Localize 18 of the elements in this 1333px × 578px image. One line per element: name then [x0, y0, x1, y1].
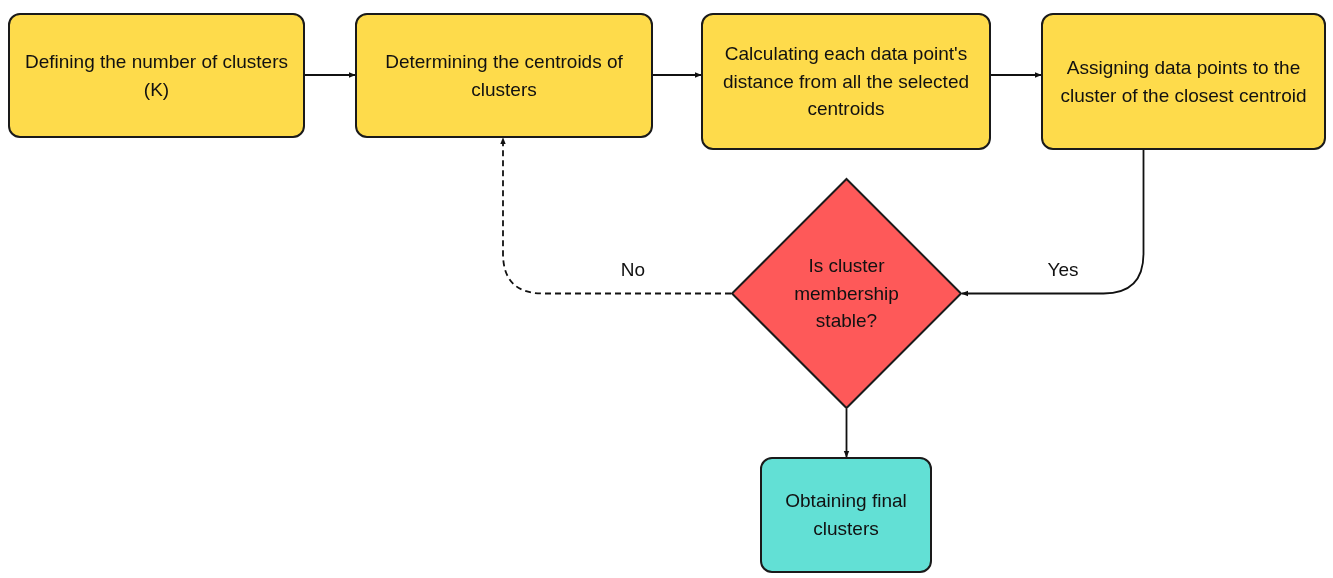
node-text: Assigning data points to the cluster of the closest centroid — [1059, 55, 1308, 108]
arrow — [500, 137, 732, 295]
arrow — [652, 72, 702, 78]
node-text: Defining the number of clusters (K) — [24, 49, 289, 102]
arrow — [843, 408, 850, 458]
process-box — [760, 457, 932, 573]
process-box — [701, 13, 991, 150]
node-text: Is cluster membership stable? — [793, 254, 900, 334]
node-text: Obtaining final clusters — [784, 489, 908, 541]
process-box — [8, 13, 305, 138]
arrow — [990, 72, 1042, 78]
node-text: Calculating each data point's distance from all the selected centroids — [721, 42, 971, 122]
process-box — [1041, 13, 1326, 150]
process-box — [355, 13, 653, 138]
node-text: Determining the centroids of clusters — [384, 49, 624, 102]
arrow — [961, 149, 1145, 297]
arrow — [304, 72, 356, 78]
decision-diamond — [731, 178, 962, 409]
